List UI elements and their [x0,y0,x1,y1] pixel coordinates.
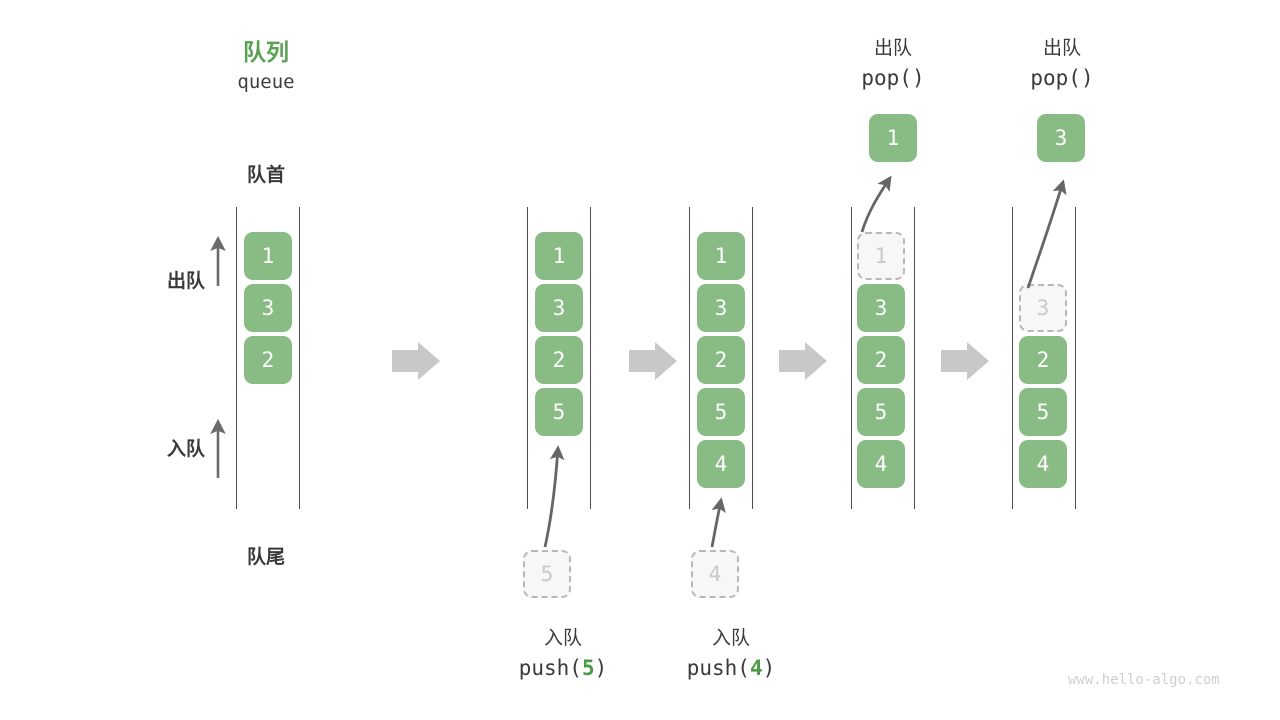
operation-code: push(5) [483,656,643,680]
queue-cell: 5 [1019,388,1067,436]
queue-rail-left [527,207,528,509]
operation-code-arg: 5 [581,656,595,680]
operation-code: pop() [982,66,1142,90]
queue-rail-right [590,207,591,509]
diagram-title-en: queue [237,71,295,93]
queue-cell: 2 [1019,336,1067,384]
queue-rail-right [1075,207,1076,509]
step-arrow-1 [392,342,440,380]
queue-cell: 4 [1019,440,1067,488]
rear-label: 队尾 [246,547,285,568]
queue-rail-right [299,207,300,509]
enqueue-direction-label: 入队 [166,439,205,460]
queue-cell-ghost-outgoing: 3 [1019,284,1067,332]
queue-cell-ghost-incoming: 4 [691,550,739,598]
diagram-title-cn: 队列 [243,39,289,65]
operation-code-arg: 4 [749,656,763,680]
pop-3-motion-arrow [1026,179,1067,289]
operation-code: pop() [813,66,973,90]
operation-code-prefix: push( [518,656,582,680]
queue-cell-new: 5 [535,388,583,436]
queue-cell: 3 [697,284,745,332]
pop-1-motion-arrow [860,175,892,233]
push-4-motion-arrow [710,497,726,548]
step-arrow-4 [941,342,989,380]
step-arrow-2 [629,342,677,380]
queue-cell-new: 4 [697,440,745,488]
operation-code-suffix: ) [911,66,925,90]
queue-cell: 4 [857,440,905,488]
front-label: 队首 [246,165,285,186]
queue-rail-left [851,207,852,509]
queue-cell: 3 [535,284,583,332]
queue-cell: 2 [535,336,583,384]
queue-cell: 5 [697,388,745,436]
queue-cell: 3 [857,284,905,332]
operation-code-prefix: pop( [861,66,912,90]
queue-cell: 2 [697,336,745,384]
queue-cell: 5 [857,388,905,436]
operation-code-suffix: ) [594,656,608,680]
watermark: www.hello-algo.com [1068,672,1220,688]
step-arrow-3 [779,342,827,380]
operation-code-suffix: ) [1080,66,1094,90]
operation-code-suffix: ) [762,656,776,680]
queue-rail-right [914,207,915,509]
queue-rail-left [236,207,237,509]
queue-rail-left [689,207,690,509]
operation-label-cn: 出队 [873,38,912,59]
queue-cell: 2 [244,336,292,384]
operation-code-prefix: push( [686,656,750,680]
operation-label-cn: 出队 [1042,38,1081,59]
popped-cell: 3 [1037,114,1085,162]
operation-code-prefix: pop( [1030,66,1081,90]
queue-cell: 2 [857,336,905,384]
queue-cell: 1 [244,232,292,280]
queue-cell-ghost-outgoing: 1 [857,232,905,280]
queue-rail-left [1012,207,1013,509]
queue-rail-right [752,207,753,509]
queue-cell: 1 [697,232,745,280]
popped-cell: 1 [869,114,917,162]
operation-label-cn: 入队 [711,628,750,649]
push-5-motion-arrow [543,445,565,548]
queue-cell-ghost-incoming: 5 [523,550,571,598]
queue-cell: 1 [535,232,583,280]
dequeue-direction-label: 出队 [166,271,205,292]
queue-cell: 3 [244,284,292,332]
operation-label-cn: 入队 [543,628,582,649]
operation-code: push(4) [651,656,811,680]
